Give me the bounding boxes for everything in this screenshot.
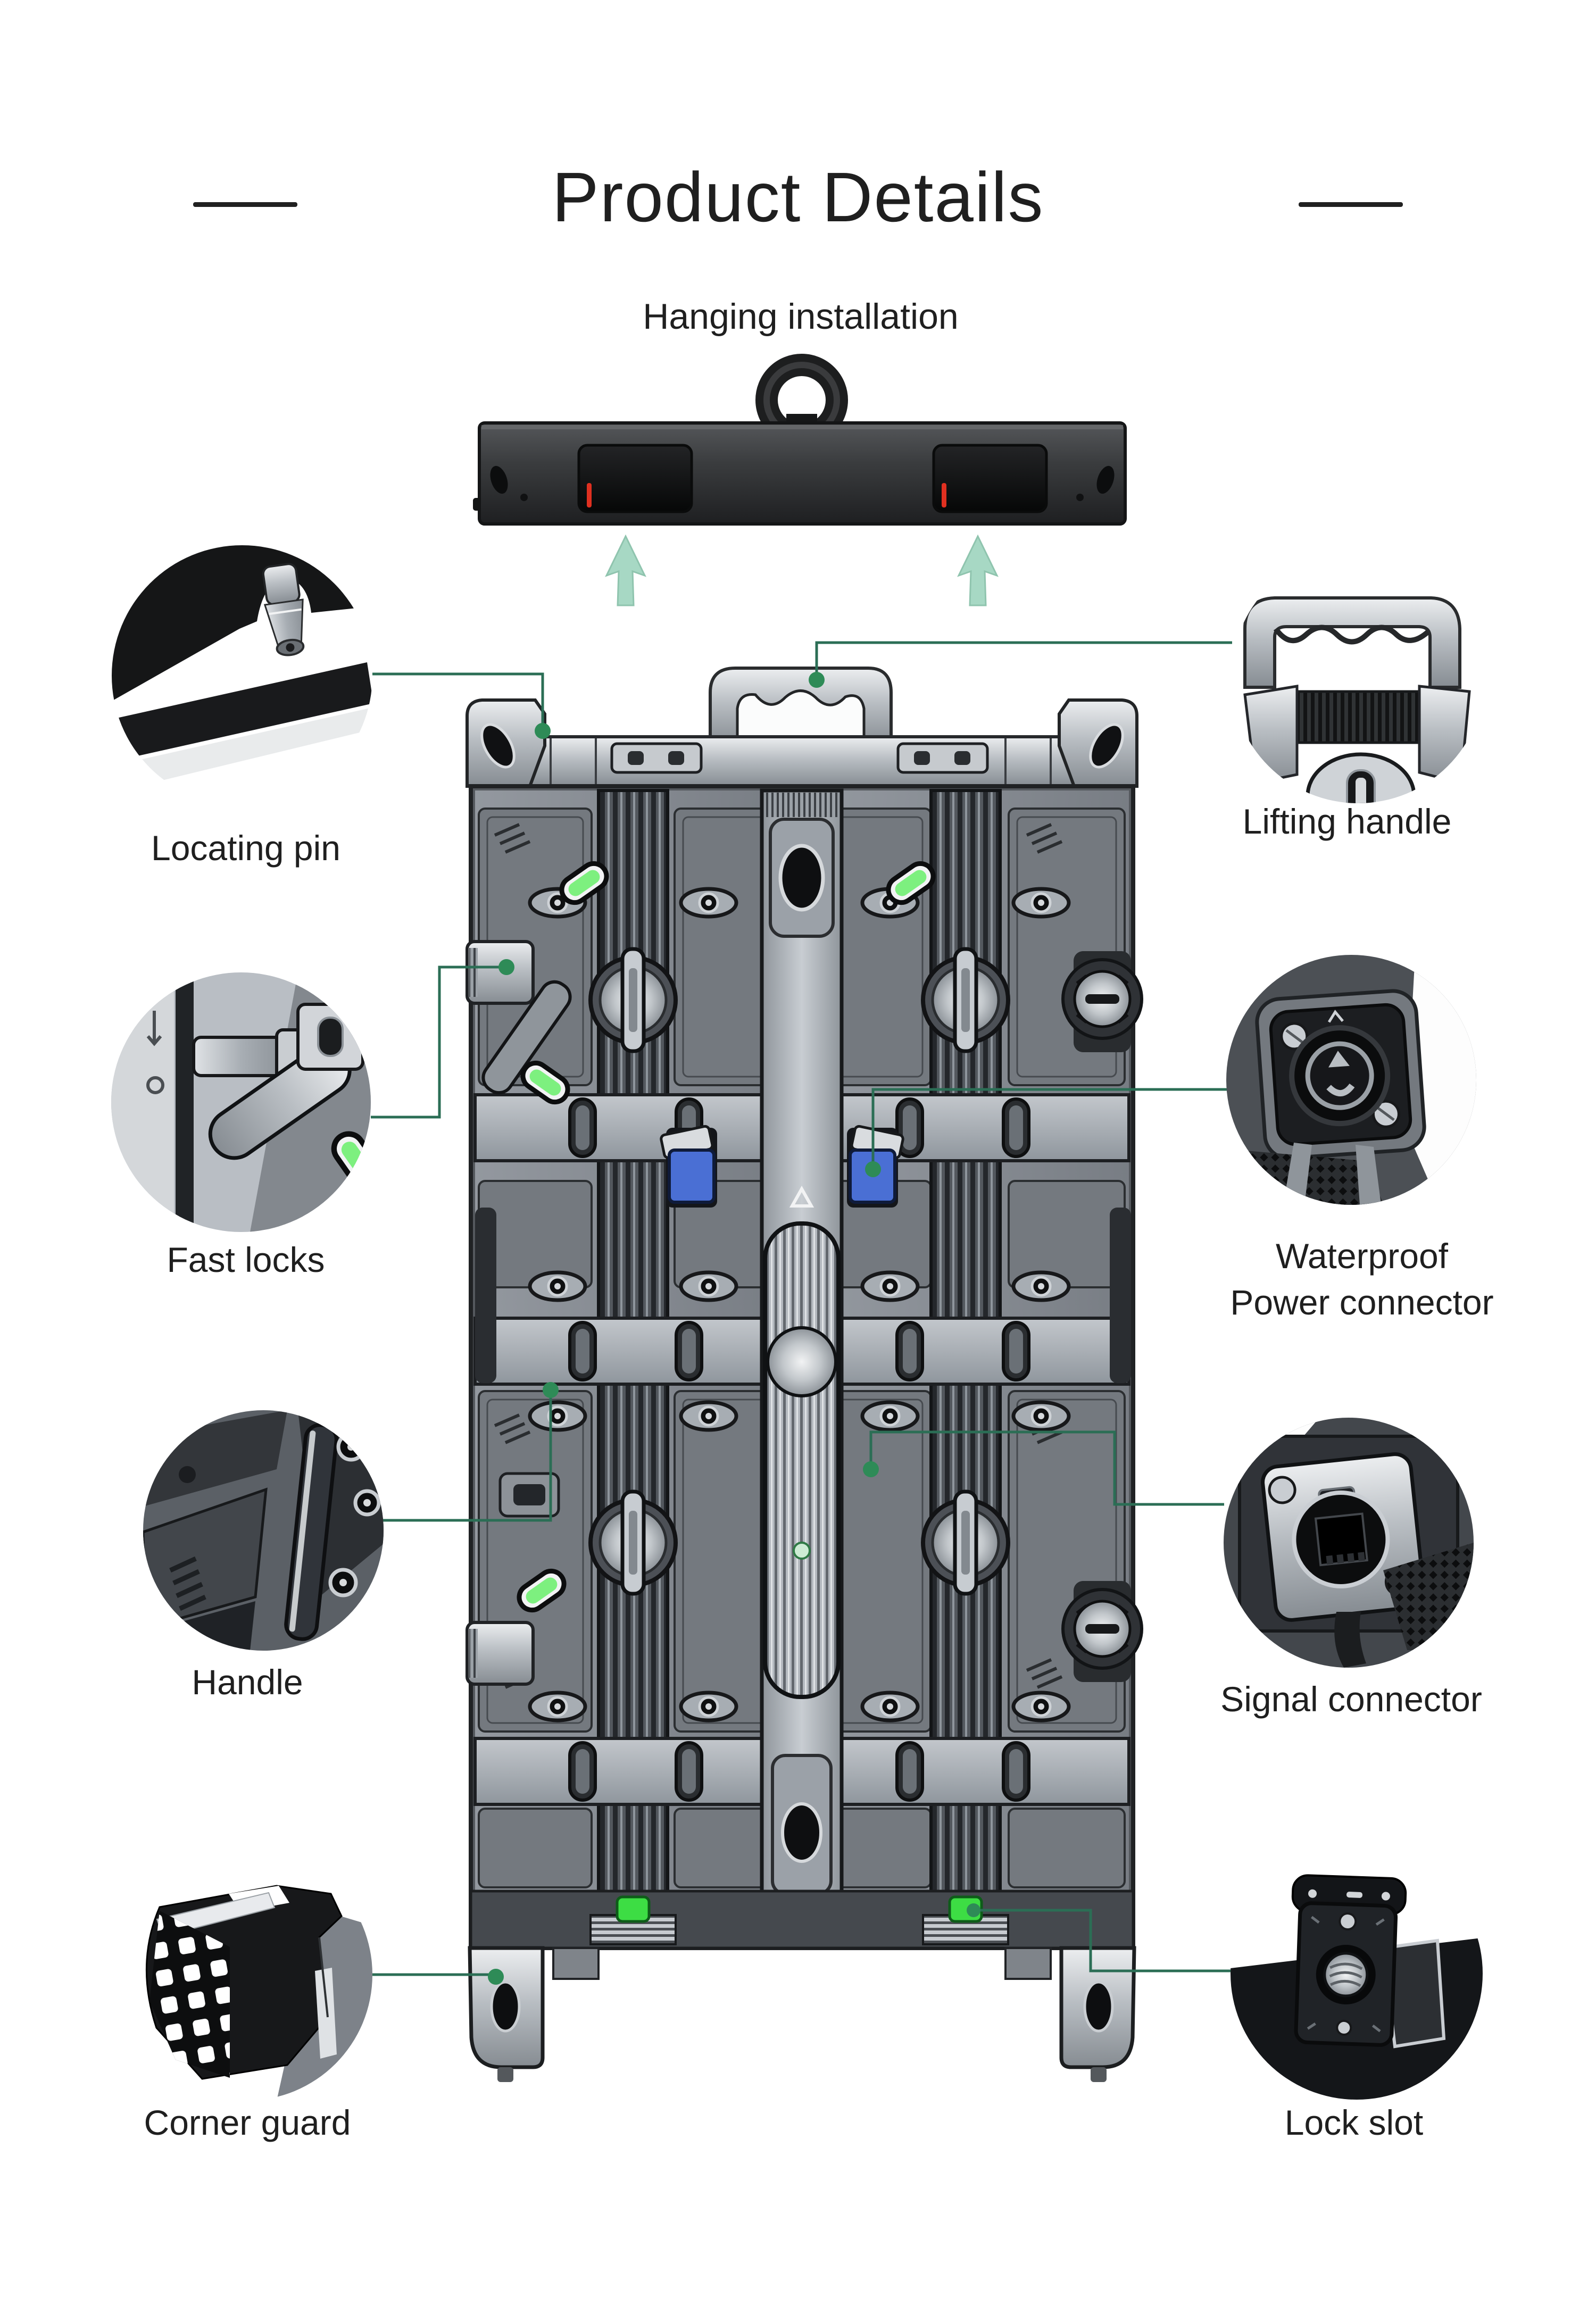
label-corner-guard: Corner guard — [144, 2103, 351, 2142]
callout-photo-fast-locks — [111, 972, 371, 1232]
label-fast-locks: Fast locks — [167, 1240, 325, 1279]
label-waterproof-line1: Waterproof — [1275, 1236, 1448, 1276]
callout-line-waterproof — [871, 1088, 1227, 1169]
label-handle: Handle — [192, 1662, 303, 1702]
page-title: Product Details — [552, 158, 1044, 236]
fast-lock-latch-upper — [466, 940, 576, 1107]
lock-slot-tab-left — [616, 1895, 651, 1923]
top-corner-bracket-left — [466, 698, 546, 788]
cabinet-doors — [478, 808, 1126, 1888]
hanging-slot-right — [932, 444, 1048, 513]
locking-knob-upper — [1063, 960, 1142, 1038]
callout-photo-waterproof-connector — [1226, 955, 1476, 1205]
label-signal-connector: Signal connector — [1220, 1679, 1482, 1719]
callout-line-lifting-handle — [815, 641, 1232, 680]
hanging-installation-label: Hanging installation — [643, 296, 959, 337]
panel-lifting-handle — [709, 667, 893, 746]
locking-knob-lower — [1063, 1589, 1142, 1668]
callout-line-locating-pin — [372, 672, 544, 728]
status-led-green — [793, 1542, 811, 1560]
led-panel-rear-view — [466, 667, 1142, 2082]
callout-photo-handle — [143, 1410, 384, 1651]
callout-photo-lifting-handle — [1232, 550, 1485, 803]
callout-line-lock-slot — [974, 1909, 1231, 1972]
top-clamp-plate-right — [896, 742, 989, 774]
callout-photo-corner-guard — [120, 1849, 372, 2101]
callout-photo-lock-slot — [1231, 1847, 1483, 2100]
fast-lock-latch-lower — [466, 1566, 569, 1686]
label-locating-pin: Locating pin — [151, 828, 340, 868]
hanging-bar-illustration — [473, 354, 1127, 606]
callout-dots — [488, 672, 980, 1985]
title-dash-right — [1299, 202, 1403, 207]
callout-lines — [371, 641, 1232, 1976]
foot-left — [468, 1946, 545, 2082]
up-arrow-icon-right — [957, 534, 999, 606]
label-waterproof-line2: Power connector — [1230, 1283, 1494, 1322]
foot-right — [1059, 1946, 1136, 2082]
top-clamp-plate-left — [610, 742, 703, 774]
slot-plate-left — [498, 1472, 560, 1518]
slot-indicator-red-right — [942, 483, 946, 507]
central-spine — [760, 788, 844, 1946]
label-waterproof-power-connector: Waterproof Power connector — [1176, 1233, 1548, 1326]
label-lifting-handle: Lifting handle — [1242, 802, 1452, 841]
center-hub — [766, 1326, 837, 1397]
top-corner-bracket-right — [1058, 698, 1138, 788]
callout-photo-signal-connector — [1224, 1418, 1474, 1668]
callout-photo-locating-pin — [112, 545, 372, 806]
callout-line-handle — [383, 1394, 552, 1522]
label-lock-slot: Lock slot — [1284, 2103, 1424, 2142]
up-arrow-icon-left — [605, 534, 646, 606]
hanging-slot-left — [577, 444, 693, 513]
slot-indicator-red-left — [587, 483, 592, 507]
callout-line-fast-locks — [371, 965, 503, 1119]
callout-line-signal — [869, 1430, 1224, 1506]
title-dash-left — [193, 202, 297, 207]
